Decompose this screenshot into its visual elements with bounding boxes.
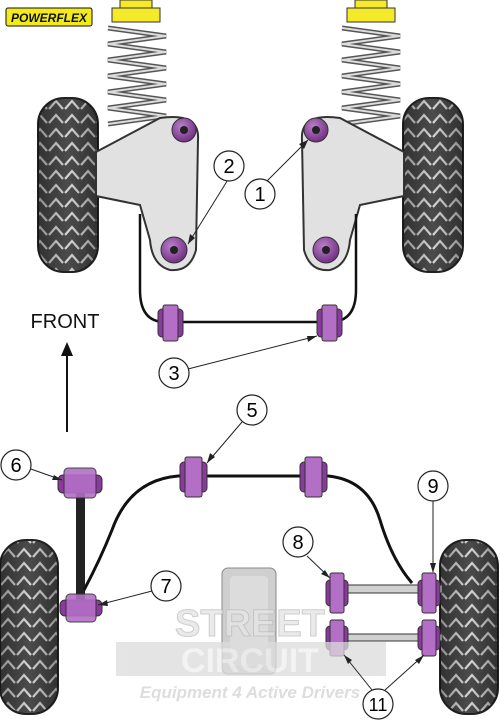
callout-9: 9 <box>417 470 449 573</box>
callout-2-label: 2 <box>223 156 234 178</box>
callout-7: 7 <box>97 570 182 606</box>
tyre-rear-left <box>37 97 99 273</box>
bush-rear-arb-right <box>316 304 343 342</box>
bush-wishbone-right-rear <box>312 236 340 264</box>
callout-2: 2 <box>187 150 245 245</box>
bush-droplink-bottom <box>59 593 103 623</box>
bush-rear-arb-left <box>157 304 184 342</box>
spring-left <box>107 0 167 127</box>
spring-right <box>341 0 401 127</box>
front-anti-roll-bar <box>82 474 414 591</box>
drop-link <box>76 492 85 608</box>
callout-1-label: 1 <box>254 184 265 206</box>
callout-8-label: 8 <box>292 532 303 554</box>
bush-front-arb-left <box>179 456 208 498</box>
bush-wishbone-right-front <box>303 117 329 143</box>
logo-text: POWERFLEX <box>11 11 88 25</box>
lower-arm-upper <box>325 572 443 614</box>
tyre-front-right <box>439 539 499 715</box>
tyre-rear-right <box>402 97 464 273</box>
tyre-front-left <box>0 539 59 715</box>
callout-8: 8 <box>282 526 331 579</box>
bush-wishbone-left-front <box>171 117 197 143</box>
callout-5-label: 5 <box>246 400 257 422</box>
watermark-tagline: Equipment 4 Active Drivers <box>140 683 360 702</box>
callout-3-label: 3 <box>168 363 179 385</box>
callout-7-label: 7 <box>160 576 171 598</box>
callout-11: 11 <box>343 654 425 720</box>
watermark-line2: CIRCUIT <box>181 642 319 680</box>
street-circuit-watermark: STREET CIRCUIT Equipment 4 Active Driver… <box>116 603 386 702</box>
bush-wishbone-left-rear <box>160 236 188 264</box>
rear-anti-roll-bar <box>138 214 358 324</box>
callout-11-label: 11 <box>369 695 388 715</box>
watermark-line1: STREET <box>175 603 325 645</box>
powerflex-logo: POWERFLEX <box>5 7 93 27</box>
callout-3: 3 <box>158 335 318 389</box>
callout-1: 1 <box>244 139 309 210</box>
front-label: FRONT <box>31 311 100 333</box>
callout-6-label: 6 <box>10 455 21 477</box>
callout-5: 5 <box>206 394 268 464</box>
bush-droplink-top <box>57 467 103 499</box>
front-arrow <box>61 342 73 432</box>
callout-6: 6 <box>0 449 63 481</box>
bush-front-arb-right <box>299 456 328 498</box>
callout-9-label: 9 <box>427 476 438 498</box>
